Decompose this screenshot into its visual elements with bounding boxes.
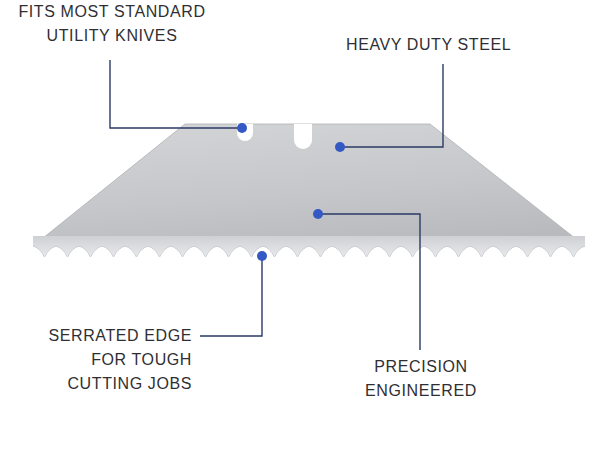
callout-dot	[335, 142, 345, 152]
callout-label: FITS MOST STANDARD UTILITY KNIVES	[2, 0, 222, 48]
callout-label: SERRATED EDGE FOR TOUGH CUTTING JOBS	[28, 324, 192, 396]
callout-label: PRECISION ENGINEERED	[346, 355, 496, 403]
leader-line	[340, 64, 443, 147]
blade-notch	[294, 124, 312, 149]
leader-line	[200, 256, 262, 336]
blade-notch	[237, 124, 253, 141]
callout-dot	[313, 209, 323, 219]
leader-line	[110, 60, 242, 128]
callout-dots	[237, 123, 345, 261]
callout-dot	[237, 123, 247, 133]
callout-label: HEAVY DUTY STEEL	[346, 33, 581, 57]
leader-line	[318, 214, 420, 350]
callout-dot	[257, 251, 267, 261]
blade-body	[33, 124, 585, 257]
leader-lines	[110, 60, 443, 350]
blade-edge	[33, 236, 585, 257]
